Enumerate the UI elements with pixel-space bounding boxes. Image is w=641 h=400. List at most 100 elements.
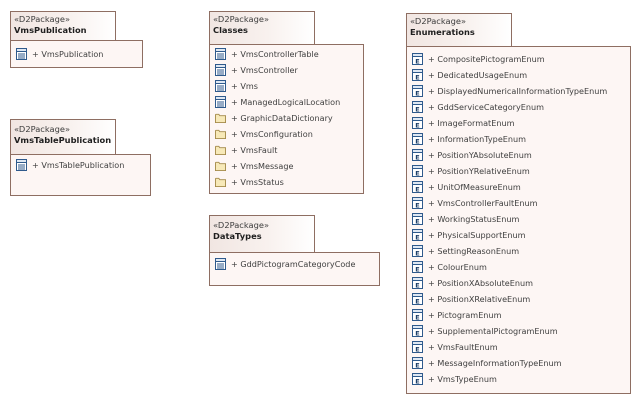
member-label: + VmsConfiguration (231, 129, 313, 139)
package-name: Enumerations (410, 27, 475, 37)
enum-icon: E (412, 197, 428, 209)
folder-icon (215, 144, 231, 156)
package-member-item[interactable]: E+ PictogramEnum (412, 308, 501, 322)
class-icon (215, 258, 231, 270)
package-enumerations[interactable]: «D2Package» Enumerations E+ CompositePic… (406, 13, 631, 395)
package-body: E+ CompositePictogramEnum E+ DedicatedUsa… (406, 46, 631, 394)
member-label: + VmsTablePublication (32, 160, 125, 170)
package-member-item[interactable]: E + MessageInformationTypeEnum (412, 356, 562, 370)
package-member-item[interactable]: + VmsConfiguration (215, 127, 313, 141)
package-member-item[interactable]: E+ CompositePictogramEnum (412, 52, 545, 66)
svg-text:E: E (415, 153, 419, 161)
package-member-item[interactable]: + GddPictogramCategoryCode (215, 257, 355, 271)
package-tab: «D2Package» Classes (209, 11, 315, 44)
enum-icon: E (412, 229, 428, 241)
svg-text:E: E (415, 265, 419, 273)
package-member-item[interactable]: E+ VmsFaultEnum (412, 340, 498, 354)
folder-icon (215, 176, 231, 188)
enum-icon: E (412, 149, 428, 161)
package-member-item[interactable]: E+ PositionXRelativeEnum (412, 292, 530, 306)
enum-icon: E (412, 341, 428, 353)
package-member-item[interactable]: + VmsTablePublication (16, 158, 124, 172)
package-member-item[interactable]: + ManagedLogicalLocation (215, 95, 340, 109)
folder-icon (215, 112, 231, 124)
class-icon (215, 48, 231, 60)
member-label: + VmsController (231, 65, 298, 75)
svg-text:E: E (415, 185, 419, 193)
enum-icon: E (412, 213, 428, 225)
package-member-item[interactable]: E+ ColourEnum (412, 260, 487, 274)
package-member-item[interactable]: E+ DisplayedNumericalInformationTypeEnum (412, 84, 607, 98)
member-label: + GddServiceCategoryEnum (428, 102, 545, 112)
member-label: + PositionXAbsoluteEnum (428, 278, 534, 288)
svg-text:E: E (415, 233, 419, 241)
folder-icon (215, 160, 231, 172)
package-body: + VmsTablePublication (10, 154, 151, 196)
package-member-item[interactable]: E+ InformationTypeEnum (412, 132, 526, 146)
svg-text:E: E (415, 249, 419, 257)
svg-text:E: E (415, 201, 419, 209)
svg-text:E: E (415, 297, 419, 305)
enum-icon: E (412, 373, 428, 385)
package-name: Classes (213, 25, 248, 35)
class-icon (16, 159, 32, 171)
package-vms-table-publication[interactable]: «D2Package» VmsTablePublication + VmsTab… (10, 119, 151, 197)
package-member-item[interactable]: + VmsStatus (215, 175, 284, 189)
package-member-item[interactable]: + VmsControllerTable (215, 47, 319, 61)
svg-text:E: E (415, 377, 419, 385)
member-label: + VmsMessage (231, 161, 294, 171)
package-member-item[interactable]: E + PositionYRelativeEnum (412, 164, 530, 178)
member-label: + MessageInformationTypeEnum (428, 358, 562, 368)
member-label: + VmsPublication (32, 49, 104, 59)
package-member-item[interactable]: + VmsFault (215, 143, 277, 157)
package-tab: «D2Package» VmsPublication (10, 11, 116, 40)
member-label: + VmsFault (231, 145, 278, 155)
package-member-item[interactable]: + GraphicDataDictionary (215, 111, 333, 125)
package-member-item[interactable]: + VmsMessage (215, 159, 293, 173)
package-member-item[interactable]: E+ PositionYAbsoluteEnum (412, 148, 532, 162)
svg-text:E: E (415, 361, 419, 369)
package-member-item[interactable]: E + ImageFormatEnum (412, 116, 514, 130)
package-member-item[interactable]: E+ VmsTypeEnum (412, 372, 497, 386)
class-icon (16, 48, 32, 60)
svg-text:E: E (415, 345, 419, 353)
svg-text:E: E (415, 169, 419, 177)
package-member-item[interactable]: + VmsController (215, 63, 298, 77)
member-label: + VmsControllerFaultEnum (428, 198, 538, 208)
enum-icon: E (412, 261, 428, 273)
package-vms-publication[interactable]: «D2Package» VmsPublication + VmsPublicat… (10, 11, 143, 69)
enum-icon: E (412, 277, 428, 289)
package-tab: «D2Package» Enumerations (406, 13, 512, 46)
package-member-item[interactable]: E+ PhysicalSupportEnum (412, 228, 526, 242)
class-icon (215, 96, 231, 108)
member-label: + VmsStatus (231, 177, 284, 187)
package-data-types[interactable]: «D2Package» DataTypes + GddPictogramCate… (209, 215, 380, 287)
enum-icon: E (412, 133, 428, 145)
enum-icon: E (412, 53, 428, 65)
package-member-item[interactable]: + VmsPublication (16, 47, 103, 61)
svg-text:E: E (415, 313, 419, 321)
package-member-item[interactable]: E+ PositionXAbsoluteEnum (412, 276, 533, 290)
package-tab: «D2Package» DataTypes (209, 215, 315, 252)
svg-text:E: E (415, 121, 419, 129)
package-member-item[interactable]: E+ GddServiceCategoryEnum (412, 100, 544, 114)
package-member-item[interactable]: + Vms (215, 79, 258, 93)
package-member-item[interactable]: E+ UnitOfMeasureEnum (412, 180, 521, 194)
package-member-item[interactable]: E+ WorkingStatusEnum (412, 212, 519, 226)
member-label: + Vms (231, 81, 258, 91)
package-member-item[interactable]: E + VmsControllerFaultEnum (412, 196, 538, 210)
package-member-item[interactable]: E+ DedicatedUsageEnum (412, 68, 527, 82)
svg-text:E: E (415, 217, 419, 225)
member-label: + PositionYRelativeEnum (428, 166, 530, 176)
class-icon (215, 64, 231, 76)
package-classes[interactable]: «D2Package» Classes + VmsControllerTable… (209, 11, 364, 195)
package-stereotype: «D2Package» (14, 14, 71, 24)
package-name: DataTypes (213, 231, 262, 241)
svg-text:E: E (415, 329, 419, 337)
member-label: + ImageFormatEnum (428, 118, 515, 128)
package-body: + VmsPublication (10, 40, 143, 68)
package-member-item[interactable]: E+ SupplementalPictogramEnum (412, 324, 558, 338)
package-member-item[interactable]: E+ SettingReasonEnum (412, 244, 519, 258)
enum-icon: E (412, 165, 428, 177)
package-stereotype: «D2Package» (213, 220, 270, 230)
